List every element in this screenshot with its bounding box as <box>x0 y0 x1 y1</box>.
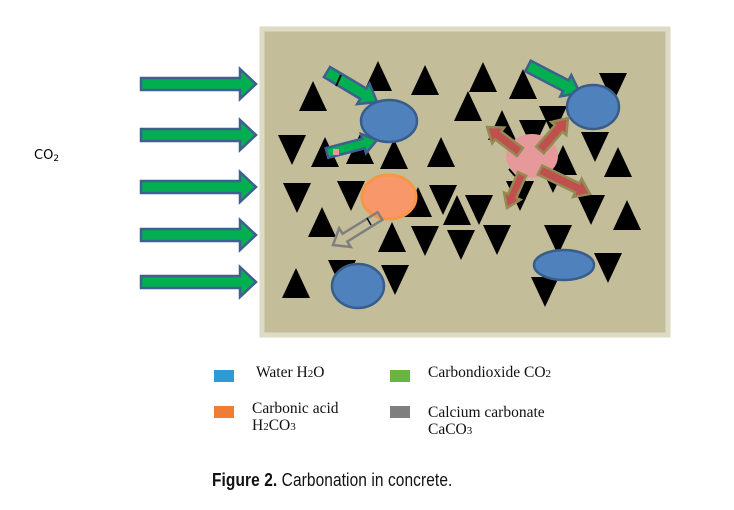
co2-arrow-icon <box>139 66 258 102</box>
legend-label-water: Water H2O <box>256 364 325 381</box>
legend-swatch-calcium-carbonate <box>390 406 410 418</box>
legend-item-co2: Carbondioxide CO2 <box>390 364 551 383</box>
aggregate-triangle-up <box>427 137 455 167</box>
aggregate-triangle-down <box>283 183 311 213</box>
aggregate-triangle-up <box>454 91 482 121</box>
aggregate-triangle-down <box>465 195 493 225</box>
caption-label: Figure 2. <box>212 470 278 490</box>
aggregate-triangle-up <box>282 268 310 298</box>
calcium-carbonate-arrow-icon <box>331 210 385 249</box>
aggregate-triangle-down <box>278 135 306 165</box>
co2-arrow-icon <box>523 59 582 98</box>
aggregate-triangle-up <box>443 195 471 225</box>
aggregate-triangle-down <box>337 181 365 211</box>
aggregate-triangle-up <box>308 207 336 237</box>
carbonic-acid-droplet <box>360 173 418 221</box>
aggregate-triangle-down <box>531 277 559 307</box>
aggregate-triangle-up <box>613 200 641 230</box>
carbonation-diagram <box>139 26 671 338</box>
reaction-arrow-icon <box>536 163 592 199</box>
aggregate-triangle-down <box>544 225 572 255</box>
arrow-tick-mark <box>366 217 372 226</box>
water-droplet <box>565 83 621 131</box>
legend-swatch-carbonic-acid <box>214 406 234 418</box>
aggregate-triangle-down <box>599 73 627 103</box>
water-droplet <box>532 248 596 282</box>
legend-label-co2: Carbondioxide CO2 <box>428 364 552 381</box>
aggregate-triangle-down <box>429 185 457 215</box>
aggregate-triangle-up <box>378 222 406 252</box>
reaction-elements <box>322 59 621 310</box>
caption-text: Carbonation in concrete. <box>277 470 453 490</box>
figure-caption: Figure 2. Carbonation in concrete. <box>212 470 452 491</box>
legend-item-water: Water H2O <box>214 364 324 383</box>
aggregate-triangle-up <box>299 81 327 111</box>
aggregate-triangle-up <box>509 69 537 99</box>
reaction-arrow-icon <box>502 170 528 211</box>
legend-swatch-co2 <box>390 370 410 382</box>
aggregate-triangle-up <box>364 61 392 91</box>
legend-swatch-water <box>214 370 234 382</box>
aggregate-triangle-up <box>411 65 439 95</box>
aggregate-triangle-down <box>577 195 605 225</box>
aggregate-triangle-up <box>604 147 632 177</box>
aggregate-triangle-up <box>469 62 497 92</box>
water-droplet <box>330 262 386 310</box>
co2-arrow-icon <box>139 169 258 205</box>
aggregate-triangle-down <box>483 225 511 255</box>
aggregate-triangle-down <box>594 253 622 283</box>
arrow-tick-mark <box>335 74 342 87</box>
aggregate-triangle-up <box>311 137 339 167</box>
incoming-co2-arrows <box>139 66 258 300</box>
reaction-arrow-icon <box>485 125 525 158</box>
arrow-tick-mark <box>508 168 516 177</box>
reaction-arrow-icon <box>534 116 570 156</box>
aggregate-triangle-down <box>447 230 475 260</box>
aggregate-triangle-down <box>581 132 609 162</box>
co2-arrow-icon <box>139 117 258 153</box>
aggregate-triangle-down <box>411 226 439 256</box>
legend: Water H2O Carbondioxide CO2 Carbonic aci… <box>214 364 614 444</box>
co2-arrow-icon <box>139 264 258 300</box>
marker-square <box>333 149 339 155</box>
aggregate-triangle-up <box>380 139 408 169</box>
water-droplet <box>359 98 419 144</box>
co2-side-label: CO2 <box>34 148 60 164</box>
aggregate-triangle-down <box>381 265 409 295</box>
co2-arrow-icon <box>139 217 258 253</box>
co2-arrow-icon <box>322 65 379 106</box>
